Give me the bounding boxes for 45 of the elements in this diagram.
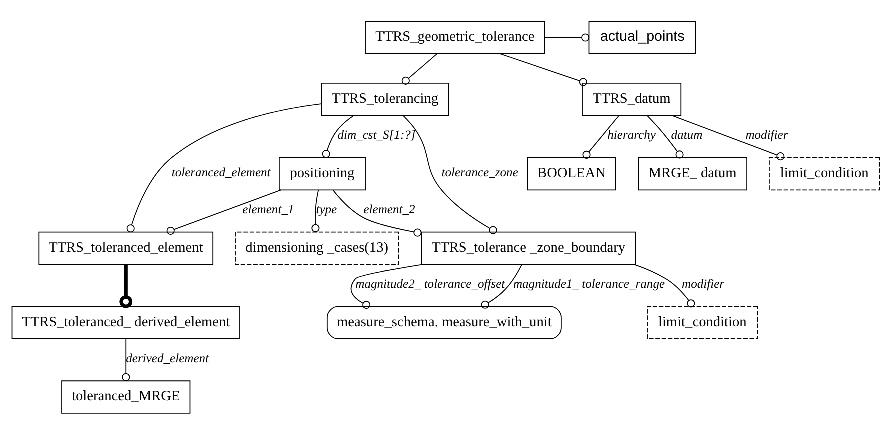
edge-label: toleranced_element bbox=[172, 164, 271, 179]
edge-label: derived_element bbox=[126, 350, 210, 365]
node-box: TTRS_geometric_tolerance bbox=[365, 20, 546, 54]
node-box: dimensioning _cases(13) bbox=[235, 231, 400, 265]
connector bbox=[332, 190, 422, 236]
connector bbox=[402, 53, 438, 84]
node-box: MRGE_ datum bbox=[638, 156, 748, 190]
connector bbox=[126, 103, 322, 232]
connector bbox=[166, 189, 282, 235]
connector bbox=[350, 264, 424, 309]
node-box: TTRS_toleranced_element bbox=[38, 231, 214, 265]
edge-label: dim_cst_S[1:?] bbox=[338, 128, 416, 142]
connector bbox=[312, 189, 320, 232]
edge-label: magnitude1_ tolerance_range bbox=[513, 276, 666, 291]
edge-label: modifier bbox=[746, 128, 788, 142]
node-box: toleranced_MRGE bbox=[62, 380, 191, 414]
connector bbox=[403, 115, 498, 234]
connector bbox=[634, 264, 696, 308]
node-box: measure_schema. measure_with_unit bbox=[326, 306, 562, 339]
node-box: limit_condition bbox=[769, 156, 880, 190]
node-box: TTRS_toleranced_ derived_element bbox=[12, 306, 240, 339]
node-box: actual_points bbox=[588, 20, 696, 54]
connector bbox=[481, 264, 522, 308]
connector bbox=[122, 338, 130, 381]
connector bbox=[500, 52, 588, 86]
edge-label: modifier bbox=[682, 276, 725, 291]
connector bbox=[120, 264, 133, 308]
edge-label: element_2 bbox=[364, 202, 416, 216]
connector bbox=[672, 114, 785, 160]
node-box: TTRS_tolerancing bbox=[321, 82, 450, 116]
connector bbox=[646, 114, 684, 158]
connector bbox=[322, 114, 354, 158]
edge-label: type bbox=[316, 202, 338, 216]
edge-label: tolerance_zone bbox=[442, 164, 518, 179]
node-box: BOOLEAN bbox=[527, 156, 616, 190]
edge-label: element_1 bbox=[242, 202, 294, 216]
edge-label: magnitude2_ tolerance_offset bbox=[356, 276, 506, 291]
connector bbox=[544, 33, 590, 42]
edge-label: datum bbox=[671, 128, 703, 142]
node-box: positioning bbox=[279, 156, 366, 190]
connector bbox=[582, 114, 620, 158]
node-box: limit_condition bbox=[647, 306, 758, 339]
node-box: TTRS_tolerance _zone_boundary bbox=[421, 231, 636, 265]
node-box: TTRS_datum bbox=[582, 82, 682, 116]
edge-label: hierarchy bbox=[608, 128, 656, 142]
